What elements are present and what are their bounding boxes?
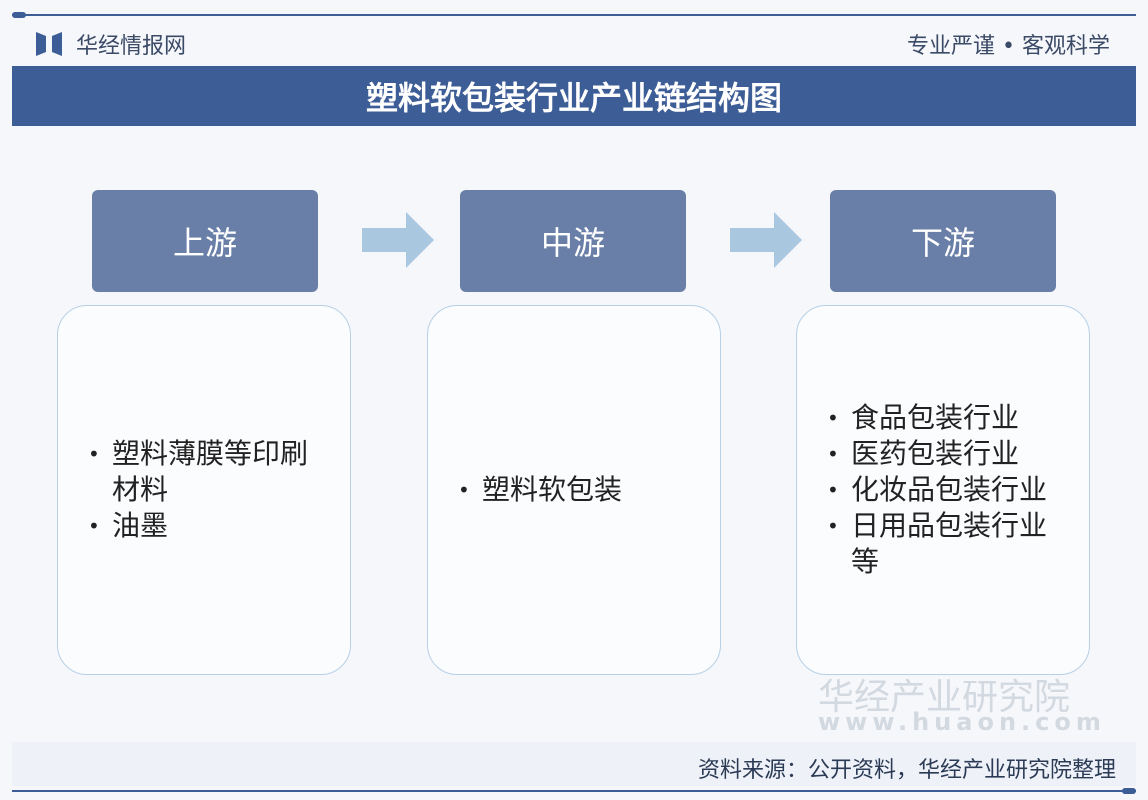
bottom-divider-cap: [1122, 788, 1136, 794]
stage-downstream: 下游: [830, 190, 1056, 292]
stage-midstream: 中游: [460, 190, 686, 292]
list-item: 化妆品包装行业: [827, 472, 1067, 508]
stage-upstream: 上游: [92, 190, 318, 292]
bottom-divider: [12, 790, 1136, 792]
midstream-box: 塑料软包装: [427, 305, 721, 675]
upstream-box: 塑料薄膜等印刷材料 油墨: [57, 305, 351, 675]
brand-logo-icon: [36, 32, 62, 56]
downstream-box: 食品包装行业 医药包装行业 化妆品包装行业 日用品包装行业等: [796, 305, 1090, 675]
top-divider-cap: [12, 12, 26, 18]
arrow-right-icon: [730, 212, 802, 268]
top-divider: [12, 14, 1136, 16]
arrow-right-icon: [362, 212, 434, 268]
brand-name: 华经情报网: [76, 34, 187, 59]
slogan: 专业严谨 • 客观科学: [907, 34, 1110, 59]
footer-band: [12, 742, 1136, 786]
list-item: 日用品包装行业等: [827, 508, 1067, 580]
watermark-name: 华经产业研究院: [818, 677, 1071, 718]
list-item: 油墨: [88, 508, 328, 544]
list-item: 医药包装行业: [827, 436, 1067, 472]
list-item: 塑料薄膜等印刷材料: [88, 436, 328, 508]
list-item: 食品包装行业: [827, 400, 1067, 436]
watermark-url: www.huaon.com: [818, 708, 1106, 736]
source-note: 资料来源：公开资料，华经产业研究院整理: [697, 758, 1116, 783]
list-item: 塑料软包装: [458, 472, 698, 508]
page-title: 塑料软包装行业产业链结构图: [12, 66, 1136, 126]
